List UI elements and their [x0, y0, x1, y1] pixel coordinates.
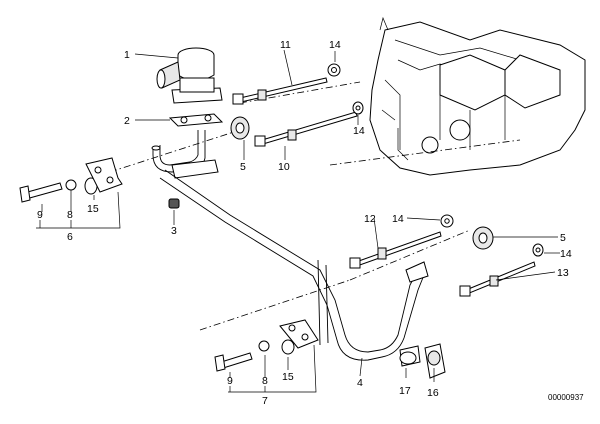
pipe: [151, 130, 429, 361]
callout-9-lower: 9: [227, 375, 233, 387]
callout-11: 11: [280, 39, 291, 51]
callout-2: 2: [124, 115, 130, 127]
bolt-11: [232, 63, 341, 105]
bolt-13: [459, 261, 536, 297]
callouts: 1 2 3 4 5 5 6 7 8 8 9 9 10 11 12 13 14 1…: [37, 39, 572, 407]
callout-14-middle: 14: [353, 125, 365, 137]
lower-bracket-set: [214, 319, 319, 372]
callout-17: 17: [399, 385, 411, 397]
callout-14-far-right: 14: [560, 248, 572, 260]
callout-7: 7: [262, 395, 268, 407]
callout-5-right: 5: [560, 232, 566, 244]
callout-8-lower: 8: [262, 375, 268, 387]
grommet-5-right: [472, 226, 544, 257]
bolt-12: [349, 214, 454, 269]
callout-14-right: 14: [392, 213, 404, 225]
callout-10: 10: [278, 161, 290, 173]
callout-14-top: 14: [329, 39, 341, 51]
callout-4: 4: [357, 377, 363, 389]
leader-lines: [36, 49, 560, 393]
callout-9-left: 9: [37, 209, 43, 221]
callout-5-upper: 5: [240, 161, 246, 173]
grommet-5-upper: [230, 116, 250, 140]
exhaust-valve: [156, 47, 223, 104]
callout-16: 16: [427, 387, 439, 399]
callout-15-left: 15: [87, 203, 99, 215]
engine-block: [369, 16, 586, 176]
reference-number: 00000937: [548, 393, 584, 402]
callout-6: 6: [67, 231, 73, 243]
callout-13: 13: [557, 267, 569, 279]
bolt-17-clip-16: [399, 343, 446, 379]
bolt-10: [254, 101, 364, 147]
sealing-ring: [168, 198, 180, 209]
callout-8-left: 8: [67, 209, 73, 221]
gasket: [168, 113, 224, 127]
callout-3: 3: [171, 225, 177, 237]
callout-15-lower: 15: [282, 371, 294, 383]
left-bracket-set: [19, 157, 123, 203]
callout-12: 12: [364, 213, 376, 225]
callout-1: 1: [124, 49, 130, 61]
